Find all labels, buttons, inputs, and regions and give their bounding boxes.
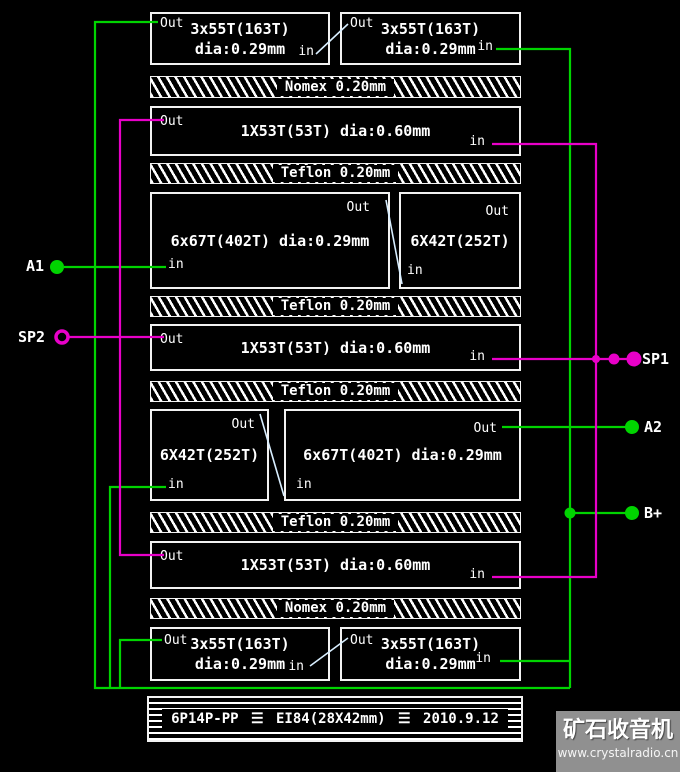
winding-title: 1X53T(53T) dia:0.60mm	[240, 338, 431, 357]
winding-title: 1X53T(53T) dia:0.60mm	[240, 556, 431, 574]
terminal-bplus-label: B+	[644, 504, 663, 522]
winding-6x42t-lower: Out in 6X42T(252T)	[150, 409, 269, 501]
winding-title: 3x55T(163T)	[380, 635, 481, 653]
sp1-junction-dot	[592, 355, 600, 363]
insulation-label: Nomex 0.20mm	[276, 78, 395, 96]
winding-1x53t-lower: Out in 1X53T(53T) dia:0.60mm	[150, 541, 521, 589]
winding-title: 6x67T(402T) dia:0.29mm	[170, 231, 370, 250]
bplus-junction-dot	[564, 507, 576, 519]
core-type: EI84(28X42mm)	[276, 711, 386, 727]
winding-text: 3x55T(163T) dia:0.29mm	[342, 14, 519, 63]
insulation-bar-nomex-top: Nomex 0.20mm	[150, 76, 521, 98]
winding-text: 3x55T(163T) dia:0.29mm	[152, 14, 328, 63]
winding-dia: dia:0.29mm	[194, 39, 286, 58]
winding-text: 3x55T(163T) dia:0.29mm	[342, 629, 519, 679]
winding-6x42t-upper: Out in 6X42T(252T)	[399, 192, 521, 289]
lamination-icon: ☰	[398, 711, 411, 727]
terminal-a1-label: A1	[26, 257, 45, 275]
winding-3x55t-bottom-left: Out in 3x55T(163T) dia:0.29mm	[150, 627, 330, 681]
insulation-label: Nomex 0.20mm	[276, 600, 395, 617]
watermark: 矿石收音机 www.crystalradio.cn	[556, 711, 680, 772]
winding-text: 1X53T(53T) dia:0.60mm	[152, 108, 519, 154]
winding-1x53t-upper: Out in 1X53T(53T) dia:0.60mm	[150, 106, 521, 156]
winding-text: 1X53T(53T) dia:0.60mm	[152, 543, 519, 587]
winding-3x55t-bottom-right: Out in 3x55T(163T) dia:0.29mm	[340, 627, 521, 681]
terminal-sp1-label: SP1	[642, 350, 670, 368]
winding-title: 6X42T(252T)	[159, 446, 260, 464]
insulation-label: Teflon 0.20mm	[272, 165, 399, 182]
winding-title: 3x55T(163T)	[190, 19, 290, 38]
winding-dia: dia:0.29mm	[385, 39, 476, 58]
winding-dia: dia:0.29mm	[194, 655, 286, 673]
insulation-bar-teflon-2: Teflon 0.20mm	[150, 296, 521, 317]
winding-3x55t-top-left: Out in 3x55T(163T) dia:0.29mm	[150, 12, 330, 65]
terminal-sp2-label: SP2	[18, 328, 46, 346]
insulation-bar-teflon-3: Teflon 0.20mm	[150, 381, 521, 402]
terminal-sp1-dot	[626, 351, 642, 367]
winding-title: 1X53T(53T) dia:0.60mm	[240, 122, 431, 140]
winding-text: 6X42T(252T)	[401, 194, 519, 287]
terminal-bplus-dot	[625, 506, 639, 520]
core-model: 6P14P-PP	[171, 711, 239, 727]
winding-text: 1X53T(53T) dia:0.60mm	[152, 326, 519, 369]
watermark-url: www.crystalradio.cn	[557, 746, 679, 760]
winding-text: 6X42T(252T)	[152, 411, 267, 499]
winding-6x67t-upper: Out in 6x67T(402T) dia:0.29mm	[150, 192, 390, 289]
winding-title: 6x67T(402T) dia:0.29mm	[303, 446, 502, 464]
winding-text: 6x67T(402T) dia:0.29mm	[152, 194, 388, 287]
insulation-bar-nomex-bottom: Nomex 0.20mm	[150, 598, 521, 619]
lamination-icon: ☰	[251, 711, 264, 727]
insulation-bar-teflon-4: Teflon 0.20mm	[150, 512, 521, 533]
insulation-label: Teflon 0.20mm	[272, 514, 399, 531]
insulation-label: Teflon 0.20mm	[272, 298, 399, 315]
insulation-bar-teflon-1: Teflon 0.20mm	[150, 163, 521, 184]
core-text: 6P14P-PP ☰ EI84(28X42mm) ☰ 2010.9.12	[162, 709, 508, 729]
terminal-sp2-ring	[54, 329, 70, 345]
winding-title: 6X42T(252T)	[410, 231, 510, 250]
winding-3x55t-top-right: Out in 3x55T(163T) dia:0.29mm	[340, 12, 521, 65]
watermark-title: 矿石收音机	[562, 718, 673, 743]
winding-title: 3x55T(163T)	[380, 19, 481, 38]
winding-6x67t-lower: Out in 6x67T(402T) dia:0.29mm	[284, 409, 521, 501]
terminal-a2-dot	[625, 420, 639, 434]
winding-dia: dia:0.29mm	[385, 655, 476, 673]
winding-title: 3x55T(163T)	[190, 635, 290, 653]
core-nameplate: 6P14P-PP ☰ EI84(28X42mm) ☰ 2010.9.12	[147, 696, 523, 742]
winding-text: 6x67T(402T) dia:0.29mm	[286, 411, 519, 499]
insulation-label: Teflon 0.20mm	[272, 383, 399, 400]
winding-1x53t-middle: Out in 1X53T(53T) dia:0.60mm	[150, 324, 521, 371]
terminal-a2-label: A2	[644, 418, 663, 436]
terminal-sp1-dot-inner	[608, 353, 620, 365]
terminal-a1-dot	[50, 260, 64, 274]
core-date: 2010.9.12	[423, 711, 499, 727]
winding-text: 3x55T(163T) dia:0.29mm	[152, 629, 328, 679]
